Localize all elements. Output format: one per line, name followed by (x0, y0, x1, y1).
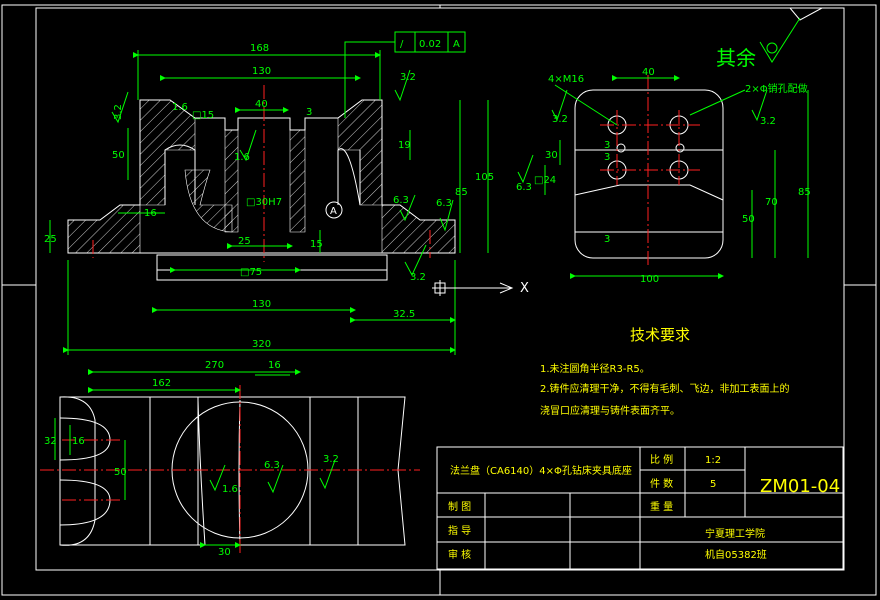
scale-value: 1:2 (705, 455, 721, 466)
dim-16-top-b: 16 (72, 436, 85, 447)
outer-border (1, 4, 877, 596)
drawn-label: 制 图 (448, 500, 471, 513)
dim-40-side: 40 (642, 67, 655, 78)
technical-requirements: 技术要求 1.未注圆角半径R3-R5。 2.铸件应清理干净，不得有毛刺、飞边，非… (540, 326, 790, 417)
tech-req-item-1: 1.未注圆角半径R3-R5。 (540, 362, 650, 375)
side-view (574, 75, 724, 265)
dim-3-side-b: 3 (604, 152, 610, 163)
tolerance-datum: A (453, 39, 460, 50)
dim-1-6b: 1.6 (234, 152, 250, 163)
dim-50-side: 50 (742, 214, 755, 225)
dim-320: 320 (252, 339, 271, 350)
dim-130-top: 130 (252, 66, 271, 77)
dim-50-top: 50 (114, 467, 127, 478)
scale-label: 比 例 (650, 453, 673, 466)
tech-req-title: 技术要求 (630, 326, 690, 344)
dim-32: 32 (44, 436, 57, 447)
school-name: 宁夏理工学院 (705, 527, 765, 540)
dim-85-front: 85 (455, 187, 468, 198)
dim-6-3-top: 6.3 (264, 460, 280, 471)
ucs-axis-icon: X (432, 280, 529, 296)
title-block (436, 446, 844, 570)
side-view-dimensions: 4×M16 40 2×Φ销孔配做 3.2 3.2 30 3 □24 6.3 3 … (516, 67, 811, 285)
tolerance-symbol: / (400, 39, 404, 50)
tech-req-item-3: 浇冒口应清理与铸件表面齐平。 (540, 404, 680, 417)
front-view-dimensions (49, 31, 489, 355)
fold-mark (789, 7, 823, 21)
x-axis-label: X (520, 281, 529, 296)
dim-sq75: □75 (240, 267, 262, 278)
dim-40: 40 (255, 99, 268, 110)
quantity-value: 5 (710, 479, 716, 490)
dim-270: 270 (205, 360, 224, 371)
dim-50: 50 (112, 150, 125, 161)
dim-3-side-c: 3 (604, 234, 610, 245)
dim-sq24: □24 (534, 175, 556, 186)
dim-1-6-top: 1.6 (222, 484, 238, 495)
dim-3-2-top: 3.2 (400, 72, 416, 83)
class-number: 机自05382班 (705, 548, 767, 561)
dim-3-2-side-a: 3.2 (552, 114, 568, 125)
dim-168: 168 (250, 43, 269, 54)
roughness-symbol-icon (759, 17, 801, 63)
dim-6-3b: 6.3 (436, 198, 452, 209)
part-name: 法兰盘（CA6140）4×Φ孔钻床夹具底座 (450, 464, 632, 477)
dim-70: 70 (765, 197, 778, 208)
dim-25-left: 25 (44, 234, 57, 245)
dim-3-side-a: 3 (604, 140, 610, 151)
dim-16: 16 (144, 208, 157, 219)
guide-label: 指 导 (448, 524, 471, 537)
front-section-view (67, 85, 456, 281)
dim-19: 19 (398, 140, 411, 151)
dim-6-3-side: 6.3 (516, 182, 532, 193)
dim-100: 100 (640, 274, 659, 285)
dim-sq30h7: □30H7 (246, 197, 282, 208)
dim-32-5: 32.5 (393, 309, 415, 320)
dim-3-2-bottom: 3.2 (410, 272, 426, 283)
drawing-number: ZM01-04 (760, 476, 840, 497)
dim-1-6: 1.6 (172, 102, 188, 113)
title-block-text: 法兰盘（CA6140）4×Φ孔钻床夹具底座 比 例 1:2 件 数 5 重 量 … (448, 453, 840, 561)
dim-pin-holes: 2×Φ销孔配做 (745, 82, 808, 95)
dim-16-top: 16 (268, 360, 281, 371)
dim-85-side: 85 (798, 187, 811, 198)
tolerance-value: 0.02 (419, 39, 441, 50)
review-label: 审 核 (448, 548, 471, 561)
dim-162: 162 (152, 378, 171, 389)
datum-a-label: A (330, 206, 337, 217)
dim-15: 15 (310, 239, 323, 250)
dim-105: 105 (475, 172, 494, 183)
dim-4xm16: 4×M16 (548, 74, 584, 85)
dim-3-2-side-b: 3.2 (760, 116, 776, 127)
dim-30-top: 30 (218, 547, 231, 558)
rest-surface-label: 其余 (716, 46, 756, 70)
dim-3-2-left: 3.2 (113, 104, 124, 120)
quantity-label: 件 数 (650, 477, 673, 490)
tech-req-item-2: 2.铸件应清理干净，不得有毛刺、飞边，非加工表面上的 (540, 382, 790, 395)
front-view-dim-text: 168 130 40 3 1.6 □15 3.2 50 16 25 1.6 □3… (44, 39, 494, 350)
dim-30-side: 30 (545, 150, 558, 161)
weight-label: 重 量 (650, 500, 673, 513)
top-view (40, 385, 420, 555)
dim-3-2-top-view: 3.2 (323, 454, 339, 465)
dim-130-bottom: 130 (252, 299, 271, 310)
top-view-dimensions: 270 16 162 32 16 50 3.2 6.3 1.6 30 (44, 360, 339, 558)
dim-3: 3 (306, 107, 312, 118)
dim-6-3a: 6.3 (393, 195, 409, 206)
dim-sq15: □15 (192, 110, 214, 121)
dim-25-mid: 25 (238, 236, 251, 247)
